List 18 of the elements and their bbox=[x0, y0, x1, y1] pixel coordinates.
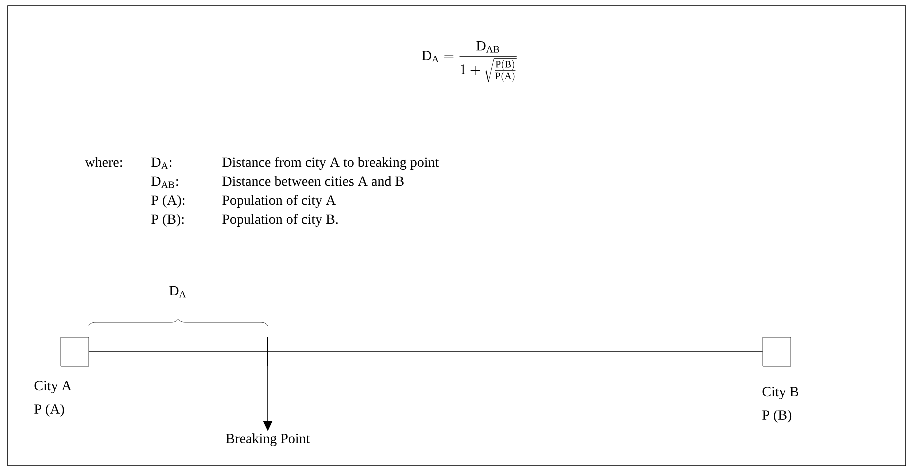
symbol-label: D$_{A}$: bbox=[152, 158, 172, 170]
dimension-label: D$_{A}$ bbox=[170, 286, 186, 298]
city-label: City A bbox=[34, 381, 72, 394]
definition-text: Population of city A bbox=[222, 195, 336, 208]
symbol-label: P (A): bbox=[152, 195, 185, 208]
city-label: P (B) bbox=[762, 410, 792, 423]
formula: $\mathrm{D_{A}} = \frac{\mathrm{D_{AB}}}{1+\sqrt{\frac{\mathrm{P(B)}}{\mathrm{P(A)}}}}$ bbox=[422, 41, 517, 83]
definition-text: Population of city B. bbox=[222, 214, 338, 228]
point-label: Breaking Point bbox=[226, 434, 310, 446]
definition-text: Distance between cities A and B bbox=[222, 176, 404, 186]
definition-text: Distance from city A to breaking point bbox=[222, 157, 440, 170]
city-label: City B bbox=[762, 387, 798, 400]
city-box bbox=[762, 337, 792, 367]
symbol-label: P (B): bbox=[152, 214, 184, 227]
symbol-label: D$_{AB}$: bbox=[152, 176, 178, 188]
city-box bbox=[60, 337, 90, 367]
city-label: P (A) bbox=[34, 404, 64, 417]
where-label: where: bbox=[85, 157, 122, 168]
